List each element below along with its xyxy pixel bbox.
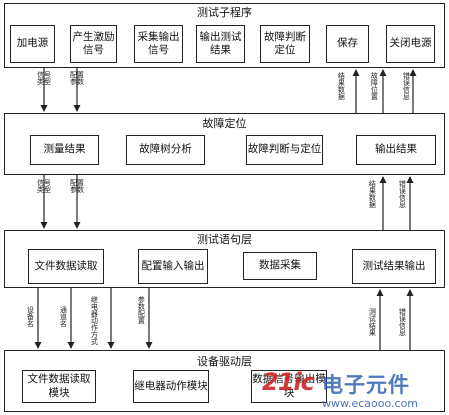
collect-output-box: 采集输出信号	[134, 25, 183, 63]
watermark-21ic-logo: 21ic	[262, 368, 315, 396]
signal-type-label-1: 信号类型	[37, 71, 51, 87]
generate-stimulus-box: 产生激励信号	[70, 25, 117, 63]
device-driver-title: 设备驱动层	[197, 355, 252, 368]
fault-judgment-location-box: 故障判断与定位	[246, 135, 323, 165]
test-result-label: 测试结果	[368, 308, 377, 336]
file-data-read-module-box: 文件数据读取模块	[22, 370, 96, 403]
config-io-box: 配置输入输出	[138, 249, 208, 284]
watermark-url: www.ecaooo.com	[322, 397, 419, 410]
signal-output-module-box: 数据信号输出模块	[251, 370, 327, 403]
data-acquisition-box: 数据采集	[243, 252, 317, 280]
output-test-result-box: 输出测试结果	[196, 25, 245, 63]
result-data-label-1: 结果数据	[337, 72, 346, 100]
channel-name-label: 通道名	[59, 306, 68, 327]
device-name-label: 设备名	[26, 306, 35, 327]
relay-action-module-box: 继电器动作模块	[133, 370, 209, 403]
param-config-label: 参数配置	[137, 296, 146, 324]
output-result-box: 输出结果	[356, 135, 436, 165]
config-params-label-1: 配置参数	[70, 71, 84, 87]
power-on-box: 加电源	[10, 25, 55, 63]
test-result-output-box: 测试结果输出	[352, 249, 436, 284]
error-info-label-3: 错误信息	[398, 308, 407, 336]
fault-location-title: 故障定位	[202, 117, 247, 130]
fault-tree-analysis-box: 故障树分析	[126, 135, 205, 165]
test-statement-title: 测试语句层	[197, 233, 252, 246]
watermark-logo: 21ic 电子元件 www.ecaooo.com	[262, 366, 447, 414]
config-params-label-2: 配置参数	[70, 179, 84, 195]
save-box: 保存	[326, 25, 369, 63]
error-info-label-2: 错误信息	[398, 180, 407, 208]
signal-type-label-2: 信号类型	[37, 179, 51, 195]
relay-action-mode-label: 继电器动作方式	[90, 296, 99, 345]
power-off-box: 关闭电源	[386, 25, 435, 63]
error-info-label-1: 错误信息	[402, 72, 411, 100]
result-data-label-2: 结果数据	[368, 180, 377, 208]
fault-position-label: 故障位置	[370, 72, 379, 100]
measurement-result-box: 测量结果	[30, 135, 99, 165]
watermark-site-name: 电子元件	[322, 373, 410, 397]
file-data-read-box: 文件数据读取	[28, 249, 104, 284]
fault-judgment-box: 故障判断定位	[260, 25, 310, 63]
test-subprogram-title: 测试子程序	[197, 6, 252, 19]
